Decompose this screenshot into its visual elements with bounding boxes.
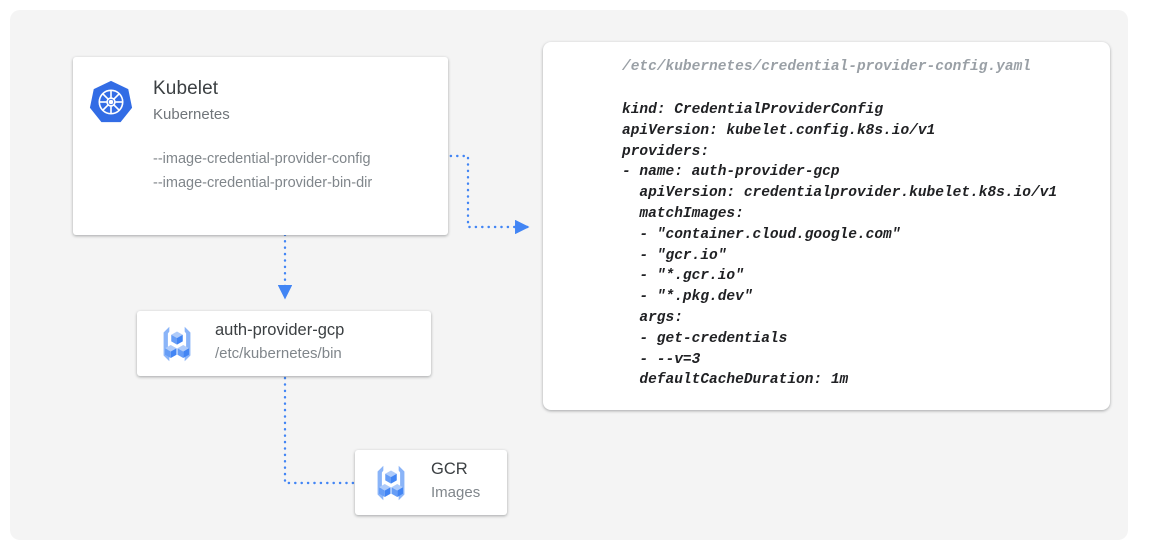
gcr-card[interactable]: GCR Images: [355, 450, 507, 515]
kubelet-card[interactable]: Kubelet Kubernetes --image-credential-pr…: [73, 57, 448, 235]
yaml-content: kind: CredentialProviderConfig apiVersio…: [622, 102, 1058, 389]
auth-provider-gcp-card[interactable]: auth-provider-gcp /etc/kubernetes/bin: [137, 311, 431, 376]
kubelet-flag-bin-dir: --image-credential-provider-bin-dir: [153, 175, 373, 191]
auth-provider-title: auth-provider-gcp: [215, 321, 345, 339]
kubelet-subtitle: Kubernetes: [153, 106, 230, 123]
gcr-subtitle: Images: [431, 484, 481, 501]
gcp-container-registry-icon: [377, 465, 405, 501]
kubelet-title: Kubelet: [153, 78, 219, 99]
kubernetes-wheel-icon: [89, 80, 133, 123]
auth-provider-subtitle: /etc/kubernetes/bin: [215, 345, 342, 362]
gcr-title: GCR: [431, 460, 468, 478]
yaml-filename: /etc/kubernetes/credential-provider-conf…: [622, 59, 1031, 75]
kubelet-flag-list: --image-credential-provider-config --ima…: [153, 147, 372, 195]
kubelet-flag-config: --image-credential-provider-config: [153, 151, 371, 167]
gcp-container-registry-icon: [163, 326, 191, 362]
credential-provider-config-panel: /etc/kubernetes/credential-provider-conf…: [543, 42, 1110, 410]
